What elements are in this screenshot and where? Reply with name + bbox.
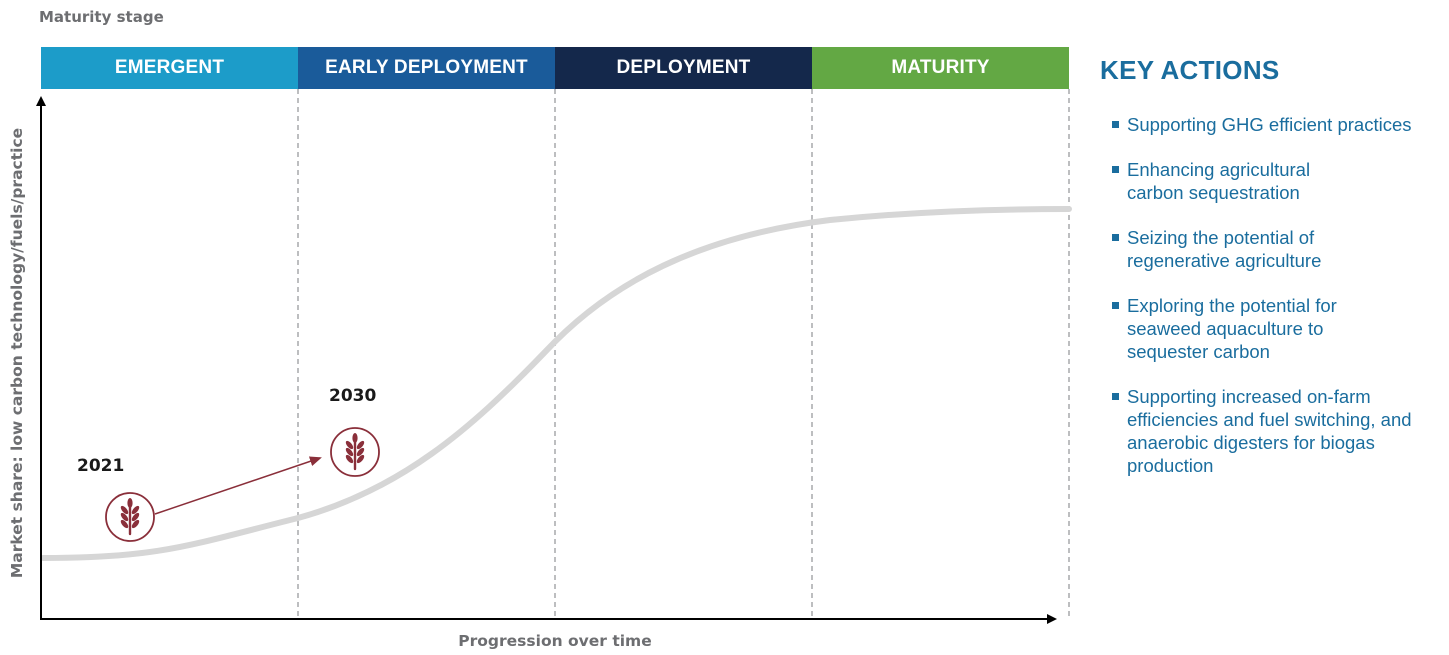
wheat-icon	[105, 492, 155, 542]
y-axis-label: Market share: low carbon technology/fuel…	[8, 127, 26, 579]
action-text: Exploring the potential for seaweed aqua…	[1127, 295, 1337, 362]
x-axis-label: Progression over time	[458, 632, 652, 650]
bullet-icon	[1112, 302, 1119, 309]
stage-maturity: MATURITY	[812, 47, 1069, 89]
maturity-stage-bar: EMERGENT EARLY DEPLOYMENT DEPLOYMENT MAT…	[41, 47, 1069, 89]
maturity-stage-label: Maturity stage	[39, 8, 164, 26]
year-label-2030: 2030	[329, 386, 377, 406]
action-text: Enhancing agricultural carbon sequestrat…	[1127, 159, 1311, 203]
action-text: Seizing the potential of regenerative ag…	[1127, 227, 1322, 271]
action-text: Supporting increased on-farm efficiencie…	[1127, 386, 1412, 476]
progress-arrow	[154, 456, 322, 515]
year-label-2021: 2021	[77, 456, 125, 476]
list-item: Exploring the potential for seaweed aqua…	[1100, 294, 1367, 363]
key-actions-title: KEY ACTIONS	[1100, 55, 1280, 85]
bullet-icon	[1112, 121, 1119, 128]
stage-early-deployment: EARLY DEPLOYMENT	[298, 47, 555, 89]
action-text: Supporting GHG efficient practices	[1127, 114, 1412, 135]
bullet-icon	[1112, 166, 1119, 173]
key-actions-panel: KEY ACTIONS Supporting GHG efficient pra…	[1100, 55, 1445, 499]
stage-deployment: DEPLOYMENT	[555, 47, 812, 89]
bullet-icon	[1112, 234, 1119, 241]
list-item: Supporting increased on-farm efficiencie…	[1100, 385, 1449, 477]
list-item: Supporting GHG efficient practices	[1100, 113, 1445, 136]
list-item: Seizing the potential of regenerative ag…	[1100, 226, 1357, 272]
list-item: Enhancing agricultural carbon sequestrat…	[1100, 158, 1357, 204]
bullet-icon	[1112, 393, 1119, 400]
adoption-curve	[40, 206, 1072, 561]
stage-emergent: EMERGENT	[41, 47, 298, 89]
key-actions-list: Supporting GHG efficient practices Enhan…	[1100, 113, 1445, 477]
wheat-icon	[330, 427, 380, 477]
